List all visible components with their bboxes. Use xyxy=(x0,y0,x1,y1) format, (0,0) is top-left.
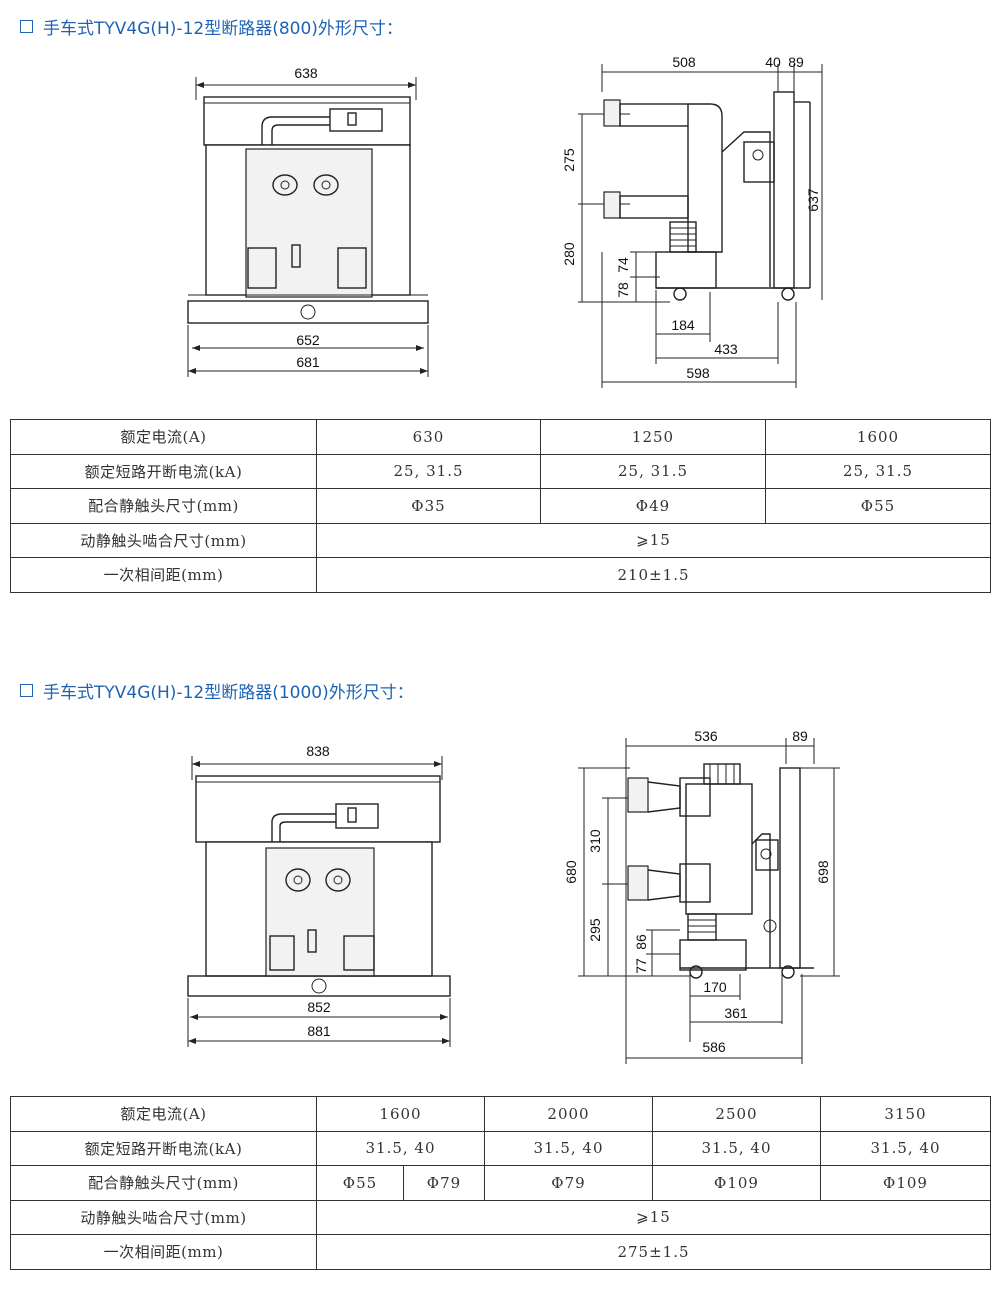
row-label: 一次相间距(mm) xyxy=(10,557,317,593)
row-label: 配合静触头尺寸(mm) xyxy=(10,1165,317,1201)
dim-width-mid: 852 xyxy=(307,999,331,1015)
square-bullet-icon xyxy=(20,683,33,697)
table-cell: Φ79 xyxy=(484,1165,653,1201)
table-cell: 31.5, 40 xyxy=(484,1130,653,1166)
table-cell: 31.5, 40 xyxy=(652,1130,821,1166)
table-cell: ⩾15 xyxy=(316,1199,991,1235)
dim-width-bottom: 881 xyxy=(307,1023,331,1039)
table-cell: 2000 xyxy=(484,1096,653,1132)
front-view-drawing-1000: 838 852 881 xyxy=(187,743,451,1047)
dim-h-b: 433 xyxy=(714,341,738,357)
table-row: 额定短路开断电流(kA) 31.5, 40 31.5, 40 31.5, 40 … xyxy=(10,1130,991,1166)
table-row: 动静触头啮合尺寸(mm) ⩾15 xyxy=(10,522,991,558)
row-label: 动静触头啮合尺寸(mm) xyxy=(10,522,317,558)
table-cell: Φ79 xyxy=(403,1165,485,1201)
dim-h-b: 361 xyxy=(724,1005,748,1021)
section-title-800: 手车式TYV4G(H)-12型断路器(800)外形尺寸： xyxy=(20,14,403,39)
row-label: 额定电流(A) xyxy=(10,419,317,455)
dim-top-b: 89 xyxy=(792,728,808,744)
row-label: 额定短路开断电流(kA) xyxy=(10,1130,317,1166)
table-cell: 31.5, 40 xyxy=(820,1130,991,1166)
dim-top-b: 40 xyxy=(765,54,781,70)
dim-width-top: 838 xyxy=(306,743,330,759)
dim-width-mid: 652 xyxy=(296,332,320,348)
section-title-text: 手车式TYV4G(H)-12型断路器(1000)外形尺寸： xyxy=(43,682,414,703)
table-cell: Φ55 xyxy=(316,1165,404,1201)
table-row: 动静触头啮合尺寸(mm) ⩾15 xyxy=(10,1199,991,1235)
row-label: 配合静触头尺寸(mm) xyxy=(10,488,317,524)
table-row: 配合静触头尺寸(mm) Φ55 Φ79 Φ79 Φ109 Φ109 xyxy=(10,1165,991,1201)
table-cell: 1600 xyxy=(316,1096,485,1132)
table-cell: Φ109 xyxy=(652,1165,821,1201)
dim-v-right: 637 xyxy=(805,188,821,212)
dim-v-small-b: 78 xyxy=(615,282,631,298)
dim-top-a: 508 xyxy=(672,54,696,70)
front-view-drawing-800: 638 652 681 xyxy=(187,65,429,377)
side-view-drawing-1000: 536 89 680 310 295 86 77 698 170 361 xyxy=(563,728,840,1064)
dim-top-a: 536 xyxy=(694,728,718,744)
dim-v-small-b: 77 xyxy=(633,958,649,974)
table-row: 额定短路开断电流(kA) 25, 31.5 25, 31.5 25, 31.5 xyxy=(10,453,991,489)
row-label: 额定电流(A) xyxy=(10,1096,317,1132)
section-title-text: 手车式TYV4G(H)-12型断路器(800)外形尺寸： xyxy=(43,18,403,39)
table-cell: Φ49 xyxy=(540,488,766,524)
table-cell: 25, 31.5 xyxy=(316,453,541,489)
dim-width-bottom: 681 xyxy=(296,354,320,370)
dim-h-c: 586 xyxy=(702,1039,726,1055)
table-cell: Φ35 xyxy=(316,488,541,524)
row-label: 额定短路开断电流(kA) xyxy=(10,453,317,489)
table-row: 一次相间距(mm) 275±1.5 xyxy=(10,1234,991,1270)
dim-v-lower: 295 xyxy=(587,918,603,942)
row-label: 一次相间距(mm) xyxy=(10,1234,317,1270)
dim-h-c: 598 xyxy=(686,365,710,381)
table-cell: 1250 xyxy=(540,419,766,455)
dim-h-a: 170 xyxy=(703,979,727,995)
table-cell: Φ109 xyxy=(820,1165,991,1201)
dim-v-lower: 280 xyxy=(561,242,577,266)
section-title-1000: 手车式TYV4G(H)-12型断路器(1000)外形尺寸： xyxy=(20,678,414,703)
dim-v-right: 698 xyxy=(815,860,831,884)
dim-top-c: 89 xyxy=(788,54,804,70)
spec-table-1000: 额定电流(A) 1600 2000 2500 3150 额定短路开断电流(kA)… xyxy=(10,1096,991,1270)
row-label: 动静触头啮合尺寸(mm) xyxy=(10,1199,317,1235)
square-bullet-icon xyxy=(20,19,33,33)
table-cell: 210±1.5 xyxy=(316,557,991,593)
dim-v-upper: 275 xyxy=(561,148,577,172)
dim-h-a: 184 xyxy=(671,317,695,333)
spec-table-800: 额定电流(A) 630 1250 1600 额定短路开断电流(kA) 25, 3… xyxy=(10,419,991,593)
table-row: 额定电流(A) 630 1250 1600 xyxy=(10,419,991,455)
side-view-drawing-800: 508 40 89 275 280 74 78 637 184 433 598 xyxy=(561,54,823,388)
table-row: 额定电流(A) 1600 2000 2500 3150 xyxy=(10,1096,991,1132)
table-cell: 25, 31.5 xyxy=(540,453,766,489)
table-cell: 25, 31.5 xyxy=(765,453,991,489)
dim-width-top: 638 xyxy=(294,65,318,81)
table-cell: Φ55 xyxy=(765,488,991,524)
table-cell: 31.5, 40 xyxy=(316,1130,485,1166)
table-row: 配合静触头尺寸(mm) Φ35 Φ49 Φ55 xyxy=(10,488,991,524)
table-cell: 2500 xyxy=(652,1096,821,1132)
table-cell: 275±1.5 xyxy=(316,1234,991,1270)
dim-v-small-a: 86 xyxy=(633,934,649,950)
dim-v-small-a: 74 xyxy=(615,257,631,273)
table-cell: ⩾15 xyxy=(316,522,991,558)
dim-v-total: 680 xyxy=(563,860,579,884)
table-cell: 3150 xyxy=(820,1096,991,1132)
table-cell: 1600 xyxy=(765,419,991,455)
table-row: 一次相间距(mm) 210±1.5 xyxy=(10,557,991,593)
table-cell: 630 xyxy=(316,419,541,455)
dim-v-upper: 310 xyxy=(587,829,603,853)
